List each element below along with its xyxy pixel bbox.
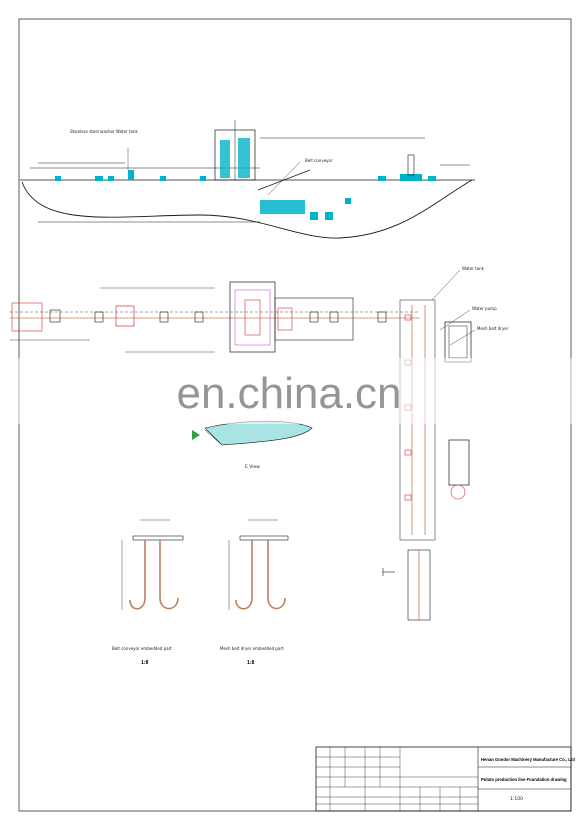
belt-conveyor-embedded-part: Belt conveyor embedded part 1:8 (112, 519, 184, 666)
plan-callout-dryer: Mesh belt dryer (477, 326, 509, 331)
title-block-scale: 1:100 (510, 796, 523, 802)
watermark-text: en.china.cn (176, 369, 401, 418)
elevation-view: Stainless steel washer Water tank Belt c… (20, 120, 475, 239)
elevation-callout-washer: Stainless steel washer Water tank (70, 129, 139, 134)
title-block-company: Henan Gondor Machinery Manufacture Co., … (481, 757, 575, 762)
dryer-part-scale: 1:8 (247, 660, 254, 666)
title-block: Henan Gondor Machinery Manufacture Co., … (315, 746, 575, 812)
e-view-label: E View (245, 464, 260, 470)
belt-part-scale: 1:8 (141, 660, 148, 666)
watermark: en.china.cn (0, 358, 578, 424)
plan-callout-water-tank: Water tank (462, 266, 485, 271)
belt-part-caption: Belt conveyor embedded part (112, 646, 172, 651)
plan-callout-water-pump: Water pump (472, 306, 497, 311)
dryer-line-plan: Water tank Water pump Mesh belt dryer (382, 266, 509, 621)
mesh-belt-dryer-embedded-part: Mesh belt dryer embedded part 1:8 (220, 519, 289, 666)
e-view-section: E View (192, 420, 313, 470)
elevation-callout-conveyor: Belt conveyor (305, 158, 333, 163)
plan-view (10, 281, 420, 353)
dryer-part-caption: Mesh belt dryer embedded part (220, 646, 284, 651)
title-block-drawing-title: Potato production line Foundation drawin… (481, 777, 567, 782)
